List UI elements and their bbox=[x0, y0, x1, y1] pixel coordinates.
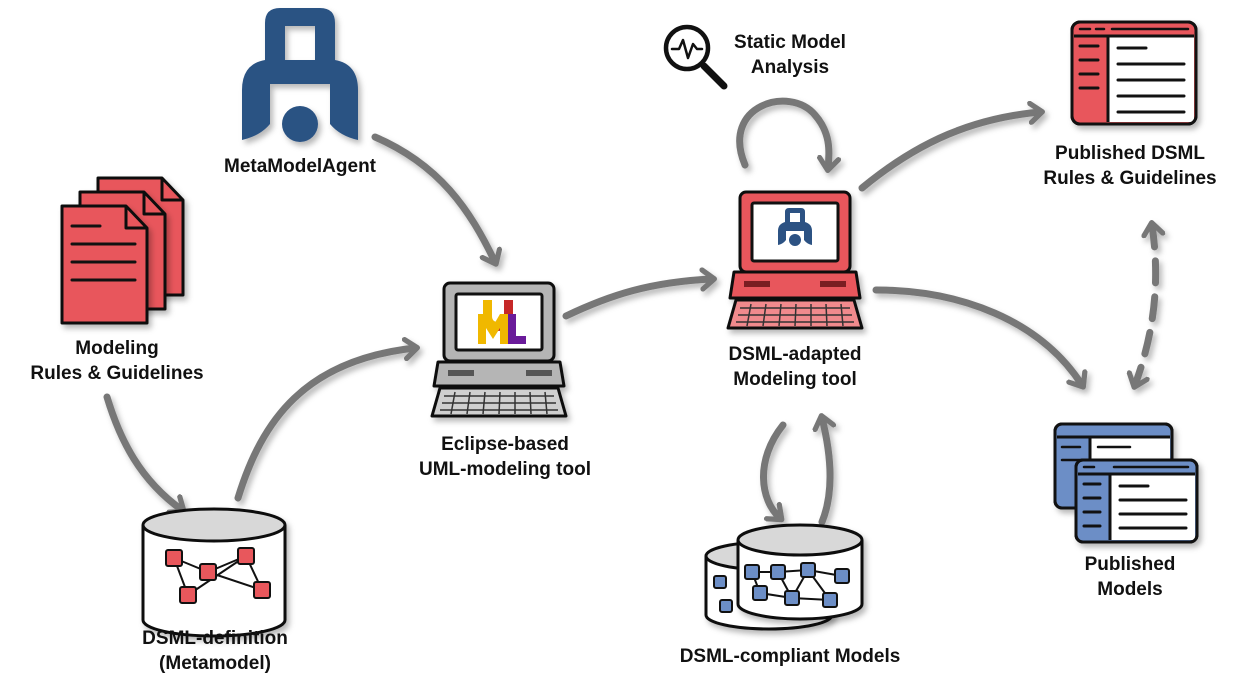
screen-agent-icon bbox=[778, 208, 812, 246]
window-icon bbox=[1070, 20, 1198, 126]
windows-icon bbox=[1053, 422, 1199, 544]
label-published-models: Published Models bbox=[1084, 554, 1176, 600]
arrow-uml-tool-to-dsml-tool bbox=[562, 279, 712, 320]
arrow-models-to-dsml bbox=[822, 418, 830, 526]
arrow-dsml-self-loop bbox=[736, 97, 829, 168]
documents-icon bbox=[60, 176, 185, 325]
label-dsml-tool: DSML-adapted Modeling tool bbox=[728, 344, 862, 390]
arrow-published-rules-models-dashed bbox=[1135, 225, 1156, 385]
label-modeling-rules: Modeling Rules & Guidelines bbox=[30, 338, 204, 384]
agent-computer-icon bbox=[726, 190, 864, 330]
label-metamodel: DSML-definition (Metamodel) bbox=[142, 628, 288, 674]
arrow-dsml-to-published-models bbox=[872, 286, 1082, 385]
label-published-rules: Published DSML Rules & Guidelines bbox=[1043, 143, 1217, 189]
databases-icon bbox=[704, 523, 864, 631]
uml-logo bbox=[478, 300, 526, 344]
arrow-dsml-to-published-rules bbox=[858, 112, 1040, 192]
person-icon bbox=[242, 8, 358, 142]
arrow-agent-to-uml-tool bbox=[371, 133, 495, 262]
arrow-metamodel-to-uml-tool bbox=[234, 348, 415, 502]
uml-computer-icon bbox=[430, 281, 568, 418]
label-metamodel-agent: MetaModelAgent bbox=[224, 156, 376, 177]
arrow-rules-to-metamodel bbox=[103, 393, 182, 510]
magnifier-icon bbox=[663, 24, 728, 90]
label-static-analysis: Static Model Analysis bbox=[734, 32, 846, 78]
label-dsml-models: DSML-compliant Models bbox=[679, 646, 901, 667]
database-icon bbox=[141, 507, 287, 638]
arrow-dsml-to-models bbox=[760, 421, 787, 518]
label-uml-tool: Eclipse-based UML-modeling tool bbox=[418, 434, 592, 480]
